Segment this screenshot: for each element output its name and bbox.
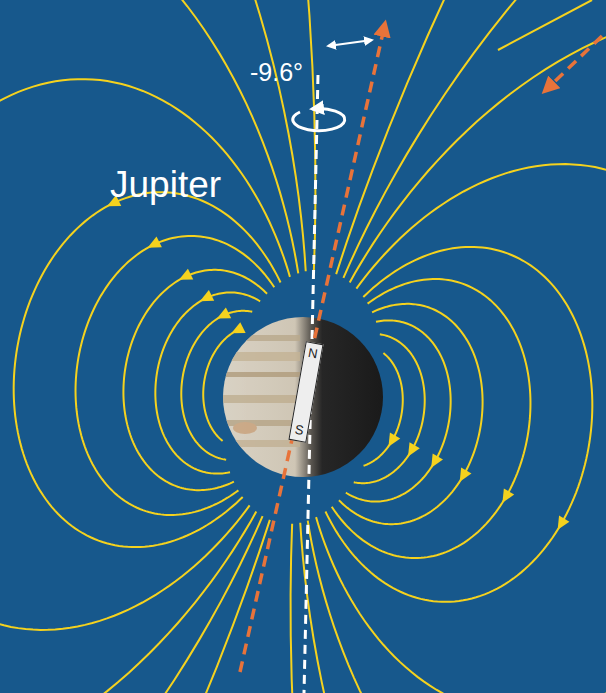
field-arrow bbox=[214, 307, 231, 324]
field-arrow bbox=[497, 489, 514, 506]
field-arrow bbox=[197, 290, 214, 307]
field-arrow bbox=[455, 468, 472, 485]
field-arrow bbox=[403, 442, 420, 459]
field-line bbox=[0, 0, 434, 693]
field-line bbox=[498, 0, 592, 50]
field-line bbox=[0, 0, 357, 693]
field-arrow bbox=[426, 454, 443, 471]
pole-label: N bbox=[307, 346, 319, 361]
field-line bbox=[172, 0, 606, 693]
tilt-angle-label: -9.6° bbox=[250, 58, 303, 87]
magnetic-axis bbox=[240, 28, 384, 672]
pole-label: S bbox=[294, 423, 305, 438]
planet-name: Jupiter bbox=[110, 164, 221, 206]
tilt-angle-arrow bbox=[328, 40, 372, 46]
field-arrow bbox=[145, 237, 162, 254]
planet bbox=[200, 317, 383, 477]
field-arrow bbox=[229, 322, 246, 339]
field-arrow bbox=[176, 269, 193, 286]
field-arrow bbox=[383, 433, 400, 450]
rotation-arrow bbox=[293, 109, 345, 131]
neighbour-axis bbox=[548, 36, 602, 88]
field-arrow bbox=[552, 516, 569, 533]
bar-magnet: NS bbox=[288, 341, 323, 443]
